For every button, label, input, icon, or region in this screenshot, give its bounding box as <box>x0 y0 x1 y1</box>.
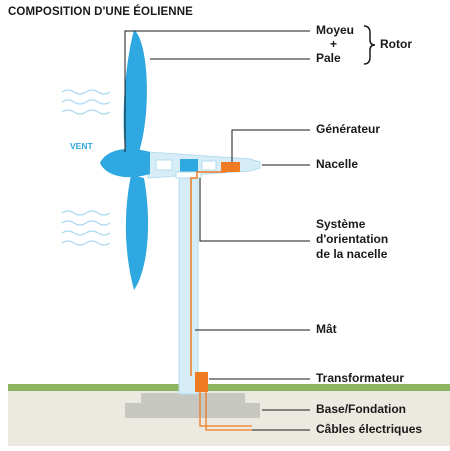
wind-label: VENT <box>70 141 93 151</box>
blade-lower <box>125 175 149 290</box>
wind-lines <box>61 89 111 246</box>
foundation-upper <box>141 393 245 405</box>
label-systeme-line2: d'orientation <box>316 232 389 246</box>
label-nacelle: Nacelle <box>316 157 359 171</box>
internal-cable <box>190 171 226 376</box>
label-transformateur: Transformateur <box>316 371 405 385</box>
ground-grass <box>8 384 450 391</box>
label-cables: Câbles électriques <box>316 422 423 436</box>
label-plus: + <box>330 37 338 51</box>
coupling <box>201 160 217 171</box>
leader-moyeu <box>124 30 310 152</box>
diagram-title: COMPOSITION D'UNE ÉOLIENNE <box>8 6 193 18</box>
foundation-base <box>125 403 260 418</box>
rotor-brace <box>363 25 376 65</box>
blade-upper <box>123 30 147 152</box>
transformer <box>195 372 208 392</box>
label-fondation: Base/Fondation <box>316 402 407 416</box>
label-generateur: Générateur <box>316 122 381 136</box>
leader-lines <box>124 30 310 431</box>
generator <box>221 162 240 172</box>
underground-cable-2 <box>205 392 252 431</box>
label-systeme-line3: de la nacelle <box>316 247 388 261</box>
hub <box>100 148 150 178</box>
label-systeme-line1: Système <box>316 217 366 231</box>
gearbox <box>180 159 198 172</box>
label-mat: Mât <box>316 322 337 336</box>
leader-generateur <box>231 129 310 162</box>
underground-cable-1 <box>199 392 252 427</box>
leader-systeme <box>199 178 310 242</box>
label-rotor: Rotor <box>380 37 412 51</box>
inner-shaft <box>155 159 173 171</box>
label-moyeu: Moyeu <box>316 23 355 37</box>
label-pale: Pale <box>316 51 341 65</box>
yaw-system <box>175 171 202 179</box>
tower <box>178 177 199 395</box>
